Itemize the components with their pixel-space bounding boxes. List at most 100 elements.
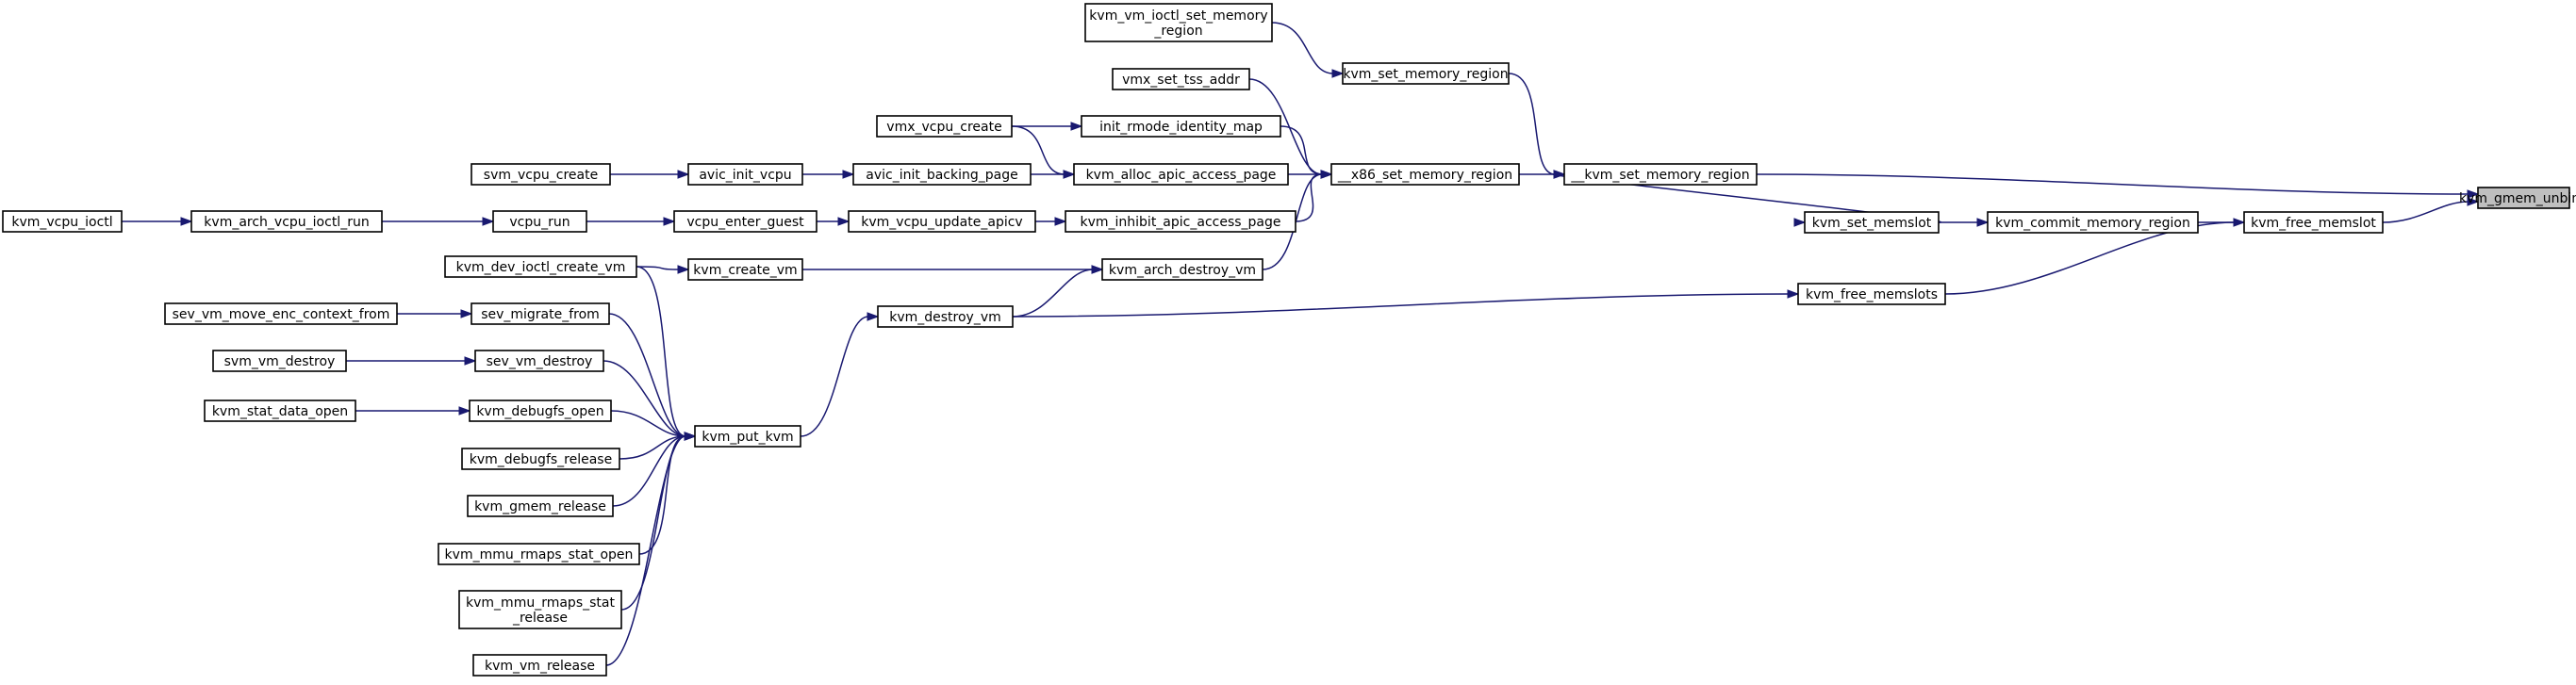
- node-label: kvm_free_memslots: [1806, 287, 1938, 302]
- call-edge: [620, 435, 686, 611]
- node-box[interactable]: [444, 255, 637, 278]
- function-node[interactable]: kvm_vm_release: [472, 654, 607, 677]
- node-box[interactable]: [877, 305, 1014, 328]
- function-node[interactable]: kvm_set_memory_region: [1342, 62, 1510, 85]
- function-node[interactable]: sev_vm_move_enc_context_from: [164, 302, 398, 325]
- function-node[interactable]: kvm_arch_destroy_vm: [1101, 258, 1263, 281]
- node-box[interactable]: [467, 495, 614, 517]
- node-box[interactable]: [1101, 258, 1263, 281]
- function-node[interactable]: vmx_set_tss_addr: [1112, 68, 1250, 90]
- node-box[interactable]: [673, 210, 817, 233]
- function-node[interactable]: kvm_gmem_release: [467, 495, 614, 517]
- arrowhead-icon: [180, 217, 193, 226]
- function-node[interactable]: avic_init_backing_page: [852, 163, 1032, 186]
- node-box[interactable]: [1563, 163, 1758, 186]
- node-box[interactable]: [2243, 211, 2384, 234]
- node-box[interactable]: [852, 163, 1032, 186]
- node-label: avic_init_vcpu: [699, 168, 791, 183]
- call-edge: [1756, 173, 2469, 195]
- function-node[interactable]: vcpu_run: [492, 210, 587, 233]
- node-label: kvm_free_memslot: [2251, 216, 2376, 231]
- focus-node-box[interactable]: [2477, 187, 2570, 209]
- node-label: kvm_vcpu_ioctl: [11, 215, 112, 230]
- node-box[interactable]: [2, 210, 123, 233]
- node-box[interactable]: [1987, 211, 2199, 234]
- node-box[interactable]: [474, 350, 604, 372]
- node-box[interactable]: [461, 448, 620, 470]
- call-edge: [619, 435, 686, 460]
- node-box[interactable]: [694, 425, 801, 448]
- call-edge: [1012, 269, 1094, 318]
- function-node[interactable]: kvm_free_memslots: [1797, 283, 1946, 305]
- function-node[interactable]: __x86_set_memory_region: [1330, 163, 1520, 186]
- node-box[interactable]: [458, 590, 622, 629]
- node-label: kvm_create_vm: [693, 263, 797, 278]
- node-box[interactable]: [1330, 163, 1520, 186]
- node-box[interactable]: [1084, 3, 1273, 42]
- arrowhead-icon: [1070, 122, 1083, 131]
- node-box[interactable]: [164, 302, 398, 325]
- call-edge: [800, 316, 869, 437]
- function-node[interactable]: kvm_debugfs_release: [461, 448, 620, 470]
- arrowhead-icon: [1553, 170, 1566, 179]
- call-edge: [605, 435, 686, 666]
- node-label: vcpu_run: [509, 215, 570, 230]
- function-node[interactable]: kvm_set_memslot: [1804, 211, 1940, 234]
- node-box[interactable]: [1112, 68, 1250, 90]
- function-node[interactable]: kvm_create_vm: [687, 258, 803, 281]
- function-node[interactable]: svm_vm_destroy: [212, 350, 347, 372]
- arrowhead-icon: [2467, 189, 2480, 199]
- function-node[interactable]: kvm_debugfs_open: [469, 400, 612, 422]
- function-node[interactable]: vmx_vcpu_create: [876, 115, 1013, 138]
- node-box[interactable]: [1342, 62, 1510, 85]
- function-node[interactable]: kvm_gmem_unbind: [2459, 187, 2576, 209]
- function-node[interactable]: kvm_vcpu_update_apicv: [848, 210, 1036, 233]
- function-node[interactable]: kvm_vm_ioctl_set_memory_region: [1084, 3, 1273, 42]
- node-box[interactable]: [204, 400, 356, 422]
- function-node[interactable]: kvm_destroy_vm: [877, 305, 1014, 328]
- function-node[interactable]: kvm_mmu_rmaps_stat_open: [438, 543, 640, 565]
- node-label: kvm_put_kvm: [702, 430, 793, 445]
- function-node[interactable]: kvm_put_kvm: [694, 425, 801, 448]
- node-box[interactable]: [1081, 115, 1281, 138]
- function-node[interactable]: init_rmode_identity_map: [1081, 115, 1281, 138]
- node-box[interactable]: [190, 210, 383, 233]
- node-label: init_rmode_identity_map: [1099, 120, 1263, 135]
- function-node[interactable]: kvm_vcpu_ioctl: [2, 210, 123, 233]
- function-node[interactable]: kvm_stat_data_open: [204, 400, 356, 422]
- node-box[interactable]: [687, 258, 803, 281]
- function-node[interactable]: kvm_inhibit_apic_access_page: [1065, 210, 1296, 233]
- function-node[interactable]: kvm_free_memslot: [2243, 211, 2384, 234]
- call-edge: [1508, 73, 1556, 175]
- function-node[interactable]: sev_migrate_from: [471, 302, 610, 325]
- function-node[interactable]: vcpu_enter_guest: [673, 210, 817, 233]
- node-box[interactable]: [472, 654, 607, 677]
- function-node[interactable]: sev_vm_destroy: [474, 350, 604, 372]
- node-box[interactable]: [471, 163, 611, 186]
- function-node[interactable]: svm_vcpu_create: [471, 163, 611, 186]
- node-box[interactable]: [471, 302, 610, 325]
- node-box[interactable]: [1073, 163, 1289, 186]
- function-node[interactable]: kvm_alloc_apic_access_page: [1073, 163, 1289, 186]
- node-box[interactable]: [876, 115, 1013, 138]
- function-node[interactable]: __kvm_set_memory_region: [1563, 163, 1758, 186]
- arrowhead-icon: [458, 406, 471, 416]
- node-box[interactable]: [438, 543, 640, 565]
- function-node[interactable]: kvm_arch_vcpu_ioctl_run: [190, 210, 383, 233]
- function-node[interactable]: kvm_dev_ioctl_create_vm: [444, 255, 637, 278]
- node-box[interactable]: [1065, 210, 1296, 233]
- arrowhead-icon: [482, 217, 495, 226]
- node-label: vcpu_enter_guest: [686, 215, 804, 230]
- node-box[interactable]: [492, 210, 587, 233]
- node-box[interactable]: [212, 350, 347, 372]
- node-box[interactable]: [1804, 211, 1940, 234]
- node-box[interactable]: [848, 210, 1036, 233]
- function-node[interactable]: kvm_commit_memory_region: [1987, 211, 2199, 234]
- call-edge: [1271, 22, 1334, 74]
- function-node[interactable]: kvm_mmu_rmaps_stat_release: [458, 590, 622, 629]
- node-box[interactable]: [469, 400, 612, 422]
- node-label: kvm_vcpu_update_apicv: [861, 215, 1022, 230]
- function-node[interactable]: avic_init_vcpu: [687, 163, 803, 186]
- node-box[interactable]: [1797, 283, 1946, 305]
- node-box[interactable]: [687, 163, 803, 186]
